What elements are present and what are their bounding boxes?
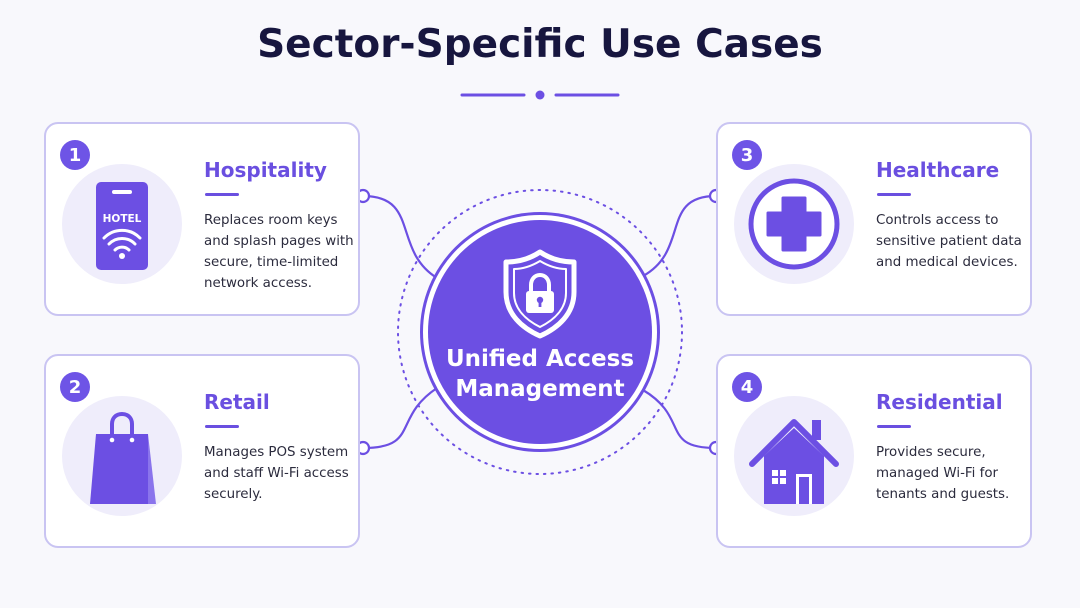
card-title: Retail	[204, 390, 270, 414]
card-title: Healthcare	[876, 158, 1000, 182]
shield-lock-icon	[503, 249, 577, 339]
description-line: tenants and guests.	[876, 487, 1010, 502]
central-hub: Unified Access Management	[428, 220, 652, 444]
description-line: and splash pages with	[204, 234, 354, 249]
hotel-label: HOTEL	[103, 213, 142, 225]
description-line: Replaces room keys	[204, 213, 338, 228]
card-healthcare: 3 Healthcare Controls access to sensitiv…	[716, 122, 1032, 316]
description-line: Controls access to	[876, 213, 999, 228]
card-title-underline	[877, 193, 911, 196]
description-line: managed Wi-Fi for	[876, 466, 999, 481]
card-description: Provides secure, managed Wi-Fi for tenan…	[876, 442, 1026, 505]
description-line: and medical devices.	[876, 255, 1018, 270]
hub-label-line: Unified Access	[445, 346, 635, 372]
hotel-phone-wifi-icon: HOTEL	[96, 182, 148, 270]
description-line: network access.	[204, 276, 313, 291]
card-description: Controls access to sensitive patient dat…	[876, 210, 1026, 273]
icon-backdrop	[734, 164, 854, 284]
card-title-underline	[877, 425, 911, 428]
description-line: Manages POS system	[204, 445, 349, 460]
description-line: securely.	[204, 487, 263, 502]
house-icon	[749, 419, 839, 504]
description-line: Provides secure,	[876, 445, 986, 460]
card-title: Residential	[876, 390, 1003, 414]
card-title: Hospitality	[204, 158, 327, 182]
description-line: secure, time-limited	[204, 255, 339, 270]
step-badge: 3	[732, 140, 762, 170]
card-description: Manages POS system and staff Wi-Fi acces…	[204, 442, 354, 505]
shopping-bag-icon	[90, 411, 156, 504]
card-description: Replaces room keys and splash pages with…	[204, 210, 354, 294]
medical-cross-icon	[748, 178, 840, 270]
step-badge: 2	[60, 372, 90, 402]
description-line: and staff Wi-Fi access	[204, 466, 349, 481]
title-divider	[460, 90, 620, 100]
description-line: sensitive patient data	[876, 234, 1022, 249]
card-hospitality: 1 HOTEL Hospitality Replaces room keys a…	[44, 122, 360, 316]
hub-label: Unified Access Management	[428, 344, 652, 404]
step-badge: 4	[732, 372, 762, 402]
card-residential: 4 Residential Provides secure, managed W…	[716, 354, 1032, 548]
icon-backdrop: HOTEL	[62, 164, 182, 284]
icon-backdrop	[734, 396, 854, 516]
step-badge: 1	[60, 140, 90, 170]
hub-label-line: Management	[455, 376, 625, 402]
icon-backdrop	[62, 396, 182, 516]
page-title: Sector-Specific Use Cases	[257, 22, 823, 67]
card-title-underline	[205, 425, 239, 428]
card-title-underline	[205, 193, 239, 196]
card-retail: 2 Retail Manages POS system and staff Wi…	[44, 354, 360, 548]
